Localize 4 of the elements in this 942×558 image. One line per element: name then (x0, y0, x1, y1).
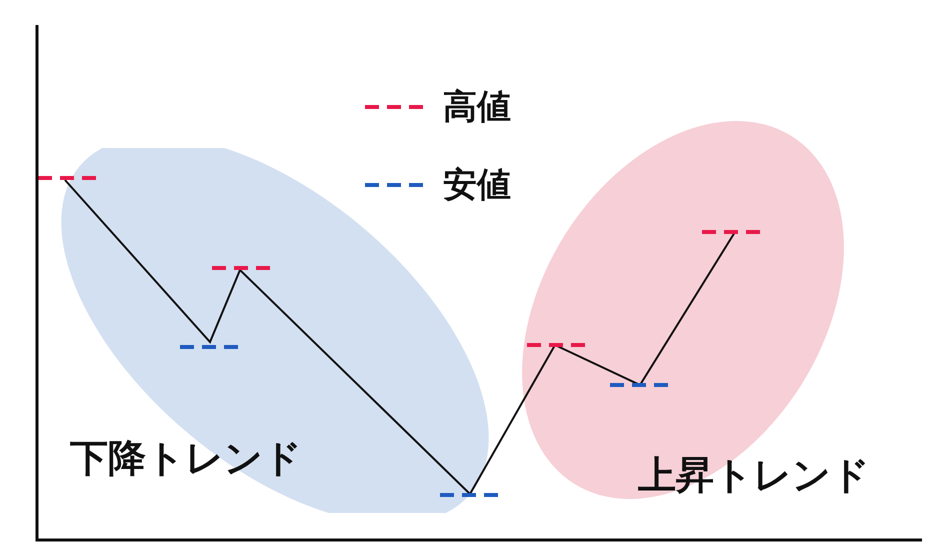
trend-label: 上昇トレンド (638, 452, 870, 499)
legend-label: 高値 (443, 86, 511, 129)
legend-label: 安値 (443, 164, 511, 207)
trend-label: 下降トレンド (70, 435, 302, 482)
